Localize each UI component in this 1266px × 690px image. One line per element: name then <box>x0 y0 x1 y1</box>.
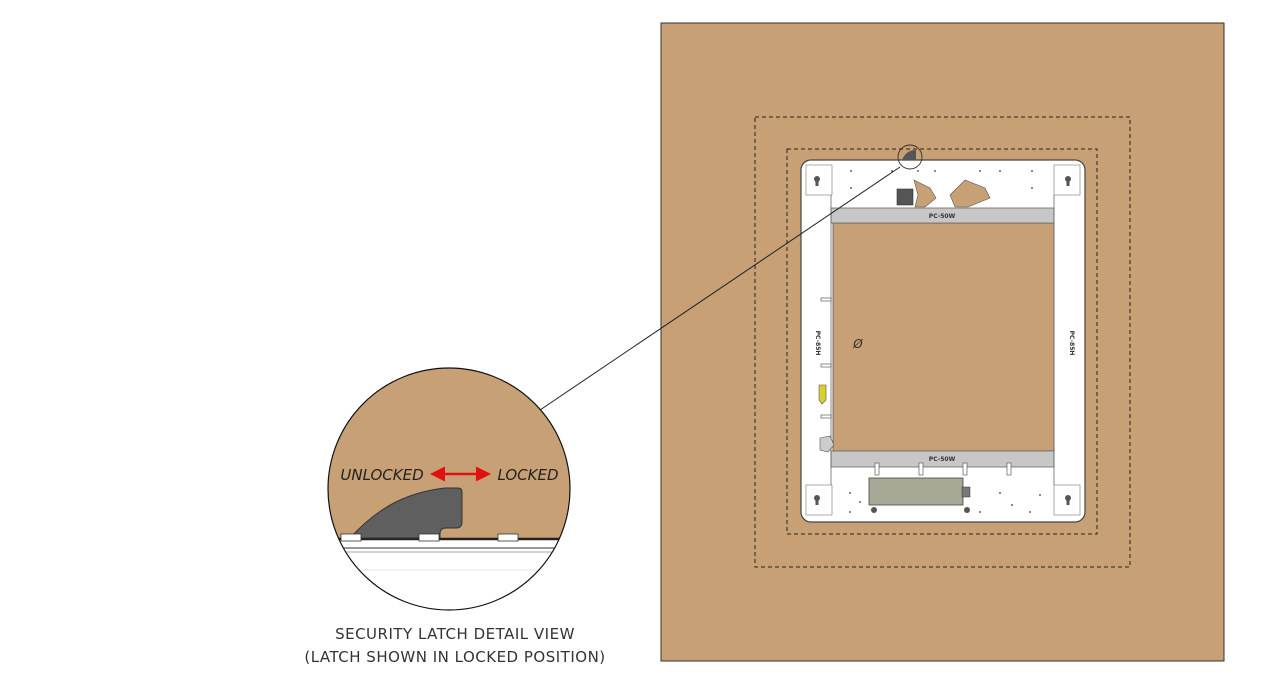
inner-dashed-outline <box>786 148 1098 535</box>
right-rail-label: PC-85H <box>1068 331 1075 356</box>
left-rail-label: PC-85H <box>814 331 821 356</box>
mounting-frame: PC-50W PC-50W PC-85H PC-85H Ø <box>800 159 1086 523</box>
locked-label: LOCKED <box>497 466 558 484</box>
top-rail-label: PC-50W <box>929 213 956 220</box>
latch-callout-circle <box>897 144 923 170</box>
diameter-symbol: Ø <box>852 337 863 351</box>
bottom-rail-label: PC-50W <box>929 456 956 463</box>
security-latch <box>348 487 463 539</box>
callout-leader-line <box>539 166 901 411</box>
controller-box <box>868 477 964 506</box>
detail-caption-subtitle: (LATCH SHOWN IN LOCKED POSITION) <box>304 648 606 666</box>
outer-dashed-outline <box>754 116 1131 568</box>
detail-caption-title: SECURITY LATCH DETAIL VIEW <box>335 625 575 643</box>
latch-detail-view: UNLOCKED LOCKED <box>327 367 571 611</box>
unlocked-label: UNLOCKED <box>340 466 423 484</box>
